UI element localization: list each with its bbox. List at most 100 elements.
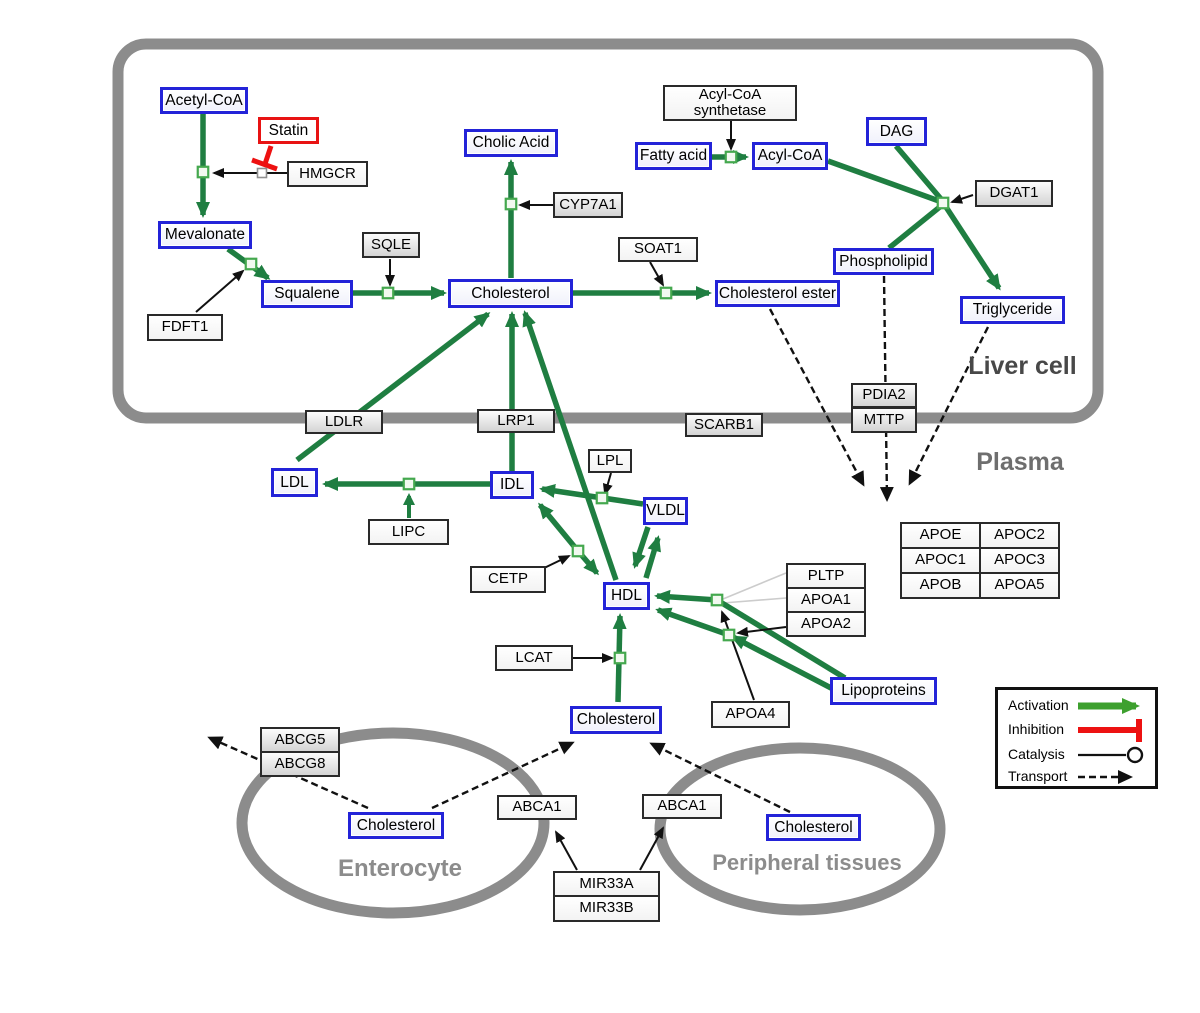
node-abcg5[interactable]: ABCG5 (260, 727, 340, 753)
node-apoa1[interactable]: APOA1 (786, 587, 866, 613)
activation-edges (196, 114, 1002, 703)
legend (995, 687, 1158, 789)
node-soat1[interactable]: SOAT1 (618, 237, 698, 262)
node-apoa5[interactable]: APOA5 (979, 572, 1060, 599)
legend-inhibition-label: Inhibition (1008, 721, 1065, 737)
node-cetp[interactable]: CETP (470, 566, 546, 593)
node-lipoproteins[interactable]: Lipoproteins (830, 677, 937, 705)
edge-dag-dgat (893, 144, 944, 201)
node-acyl-coa-synthetase[interactable]: Acyl-CoA synthetase (663, 85, 797, 121)
edge-mir33-abca1-left (555, 830, 578, 871)
node-acetyl-coa[interactable]: Acetyl-CoA (160, 87, 248, 114)
node-abca1-peripheral[interactable]: ABCA1 (642, 794, 722, 819)
legend-catalysis-label: Catalysis (1008, 746, 1065, 762)
edge-dgat-phospholipid (887, 203, 943, 251)
node-pltp[interactable]: PLTP (786, 563, 866, 589)
node-cholesterol-enterocyte[interactable]: Cholesterol (348, 812, 444, 839)
enterocyte-membrane (236, 727, 550, 919)
node-fatty-acid[interactable]: Fatty acid (635, 142, 712, 170)
enterocyte-label: Enterocyte (337, 855, 463, 882)
node-lipc[interactable]: LIPC (368, 519, 449, 545)
legend-symbols (1078, 698, 1144, 784)
legend-catalysis-circle (1126, 746, 1144, 764)
edge-statin-inhibition (262, 145, 274, 165)
edge-soat1-catalysis (649, 261, 664, 287)
edge-apoa4-catalysis (720, 610, 755, 701)
edge-cholesterolester-plasma (768, 308, 865, 487)
node-triglyceride[interactable]: Triglyceride (960, 296, 1065, 324)
edge-ldl-cholesterol (295, 311, 491, 463)
peripheral-tissues-label: Peripheral tissues (712, 850, 902, 875)
node-acyl-coa-2[interactable]: Acyl-CoA (752, 142, 828, 170)
node-mevalonate[interactable]: Mevalonate (158, 221, 252, 249)
edge-lipoproteins-sq2 (730, 634, 835, 692)
node-statin[interactable]: Statin (258, 117, 319, 144)
node-mir33a[interactable]: MIR33A (553, 871, 660, 897)
node-mir33b[interactable]: MIR33B (553, 895, 660, 922)
node-apoc2[interactable]: APOC2 (979, 522, 1060, 549)
node-cyp7a1[interactable]: CYP7A1 (553, 192, 623, 218)
edge-hdl-cholesterol (522, 310, 619, 581)
statin-inhibition-bar (251, 157, 278, 172)
node-apoc1[interactable]: APOC1 (900, 547, 981, 574)
node-squalene[interactable]: Squalene (261, 280, 353, 308)
node-cholesterol-liver[interactable]: Cholesterol (448, 279, 573, 308)
edge-lpl-catalysis (602, 472, 613, 496)
node-phospholipid[interactable]: Phospholipid (833, 248, 934, 275)
node-apoa4[interactable]: APOA4 (711, 701, 790, 728)
edge-dgat-triglyceride (943, 205, 1002, 291)
node-cholesterol-peripheral[interactable]: Cholesterol (766, 814, 861, 841)
node-sqle[interactable]: SQLE (362, 232, 420, 258)
node-vldl[interactable]: VLDL (643, 497, 688, 525)
node-abcg8[interactable]: ABCG8 (260, 751, 340, 777)
node-lpl[interactable]: LPL (588, 449, 632, 473)
group-connectors (722, 572, 787, 604)
edge-dgat1-catalysis (950, 194, 974, 204)
node-hmgcr[interactable]: HMGCR (287, 161, 368, 187)
node-idl[interactable]: IDL (490, 471, 534, 499)
node-cholesterol-ester[interactable]: Cholesterol ester (715, 280, 840, 307)
node-lcat[interactable]: LCAT (495, 645, 573, 671)
edge-vldl-idl (539, 483, 644, 507)
reaction-nodes (196, 150, 950, 665)
node-hdl[interactable]: HDL (603, 582, 650, 610)
node-mttp[interactable]: MTTP (851, 407, 917, 433)
liver-cell-membrane (112, 38, 1104, 424)
catalysis-edges (195, 121, 974, 871)
node-apob[interactable]: APOB (900, 572, 981, 599)
node-apoa2[interactable]: APOA2 (786, 611, 866, 637)
node-scarb1[interactable]: SCARB1 (685, 413, 763, 437)
inhibition-edge (251, 145, 278, 172)
node-abca1-enterocyte[interactable]: ABCA1 (497, 795, 577, 820)
legend-transport-label: Transport (1008, 768, 1068, 784)
node-apoc3[interactable]: APOC3 (979, 547, 1060, 574)
node-lrp1[interactable]: LRP1 (477, 409, 555, 433)
edge-vldl-hdl (632, 526, 651, 569)
node-fdft1[interactable]: FDFT1 (147, 314, 223, 341)
edge-cholesterol-enterocyte-out (207, 736, 369, 810)
legend-activation-label: Activation (1008, 697, 1069, 713)
node-ldl[interactable]: LDL (271, 468, 318, 497)
edge-acylcoa-dgat (827, 158, 940, 204)
edge-cetp-idl (537, 502, 581, 553)
edge-mir33-abca1-right (639, 826, 664, 871)
node-ldlr[interactable]: LDLR (305, 410, 383, 434)
node-cholesterol-plasma[interactable]: Cholesterol (570, 706, 662, 734)
node-cholic-acid[interactable]: Cholic Acid (464, 129, 558, 157)
edge-cholesterol-enterocyte-plasma (431, 741, 575, 810)
node-dag[interactable]: DAG (866, 117, 927, 146)
edge-hdl-vldl (643, 535, 661, 579)
hmgcr-anchor-node (256, 167, 268, 179)
edge-lipoproteins-sq1 (715, 597, 847, 681)
edge-sq2-hdl (655, 607, 730, 638)
edge-apoa2-catalysis (736, 626, 787, 637)
node-apoe[interactable]: APOE (900, 522, 981, 549)
liver-cell-label: Liver cell (968, 352, 1077, 380)
edge-sq1-hdl (654, 589, 718, 604)
plasma-label: Plasma (976, 448, 1064, 476)
node-pdia2[interactable]: PDIA2 (851, 383, 917, 408)
edge-fdft1-catalysis (195, 269, 245, 313)
node-dgat1[interactable]: DGAT1 (975, 180, 1053, 207)
